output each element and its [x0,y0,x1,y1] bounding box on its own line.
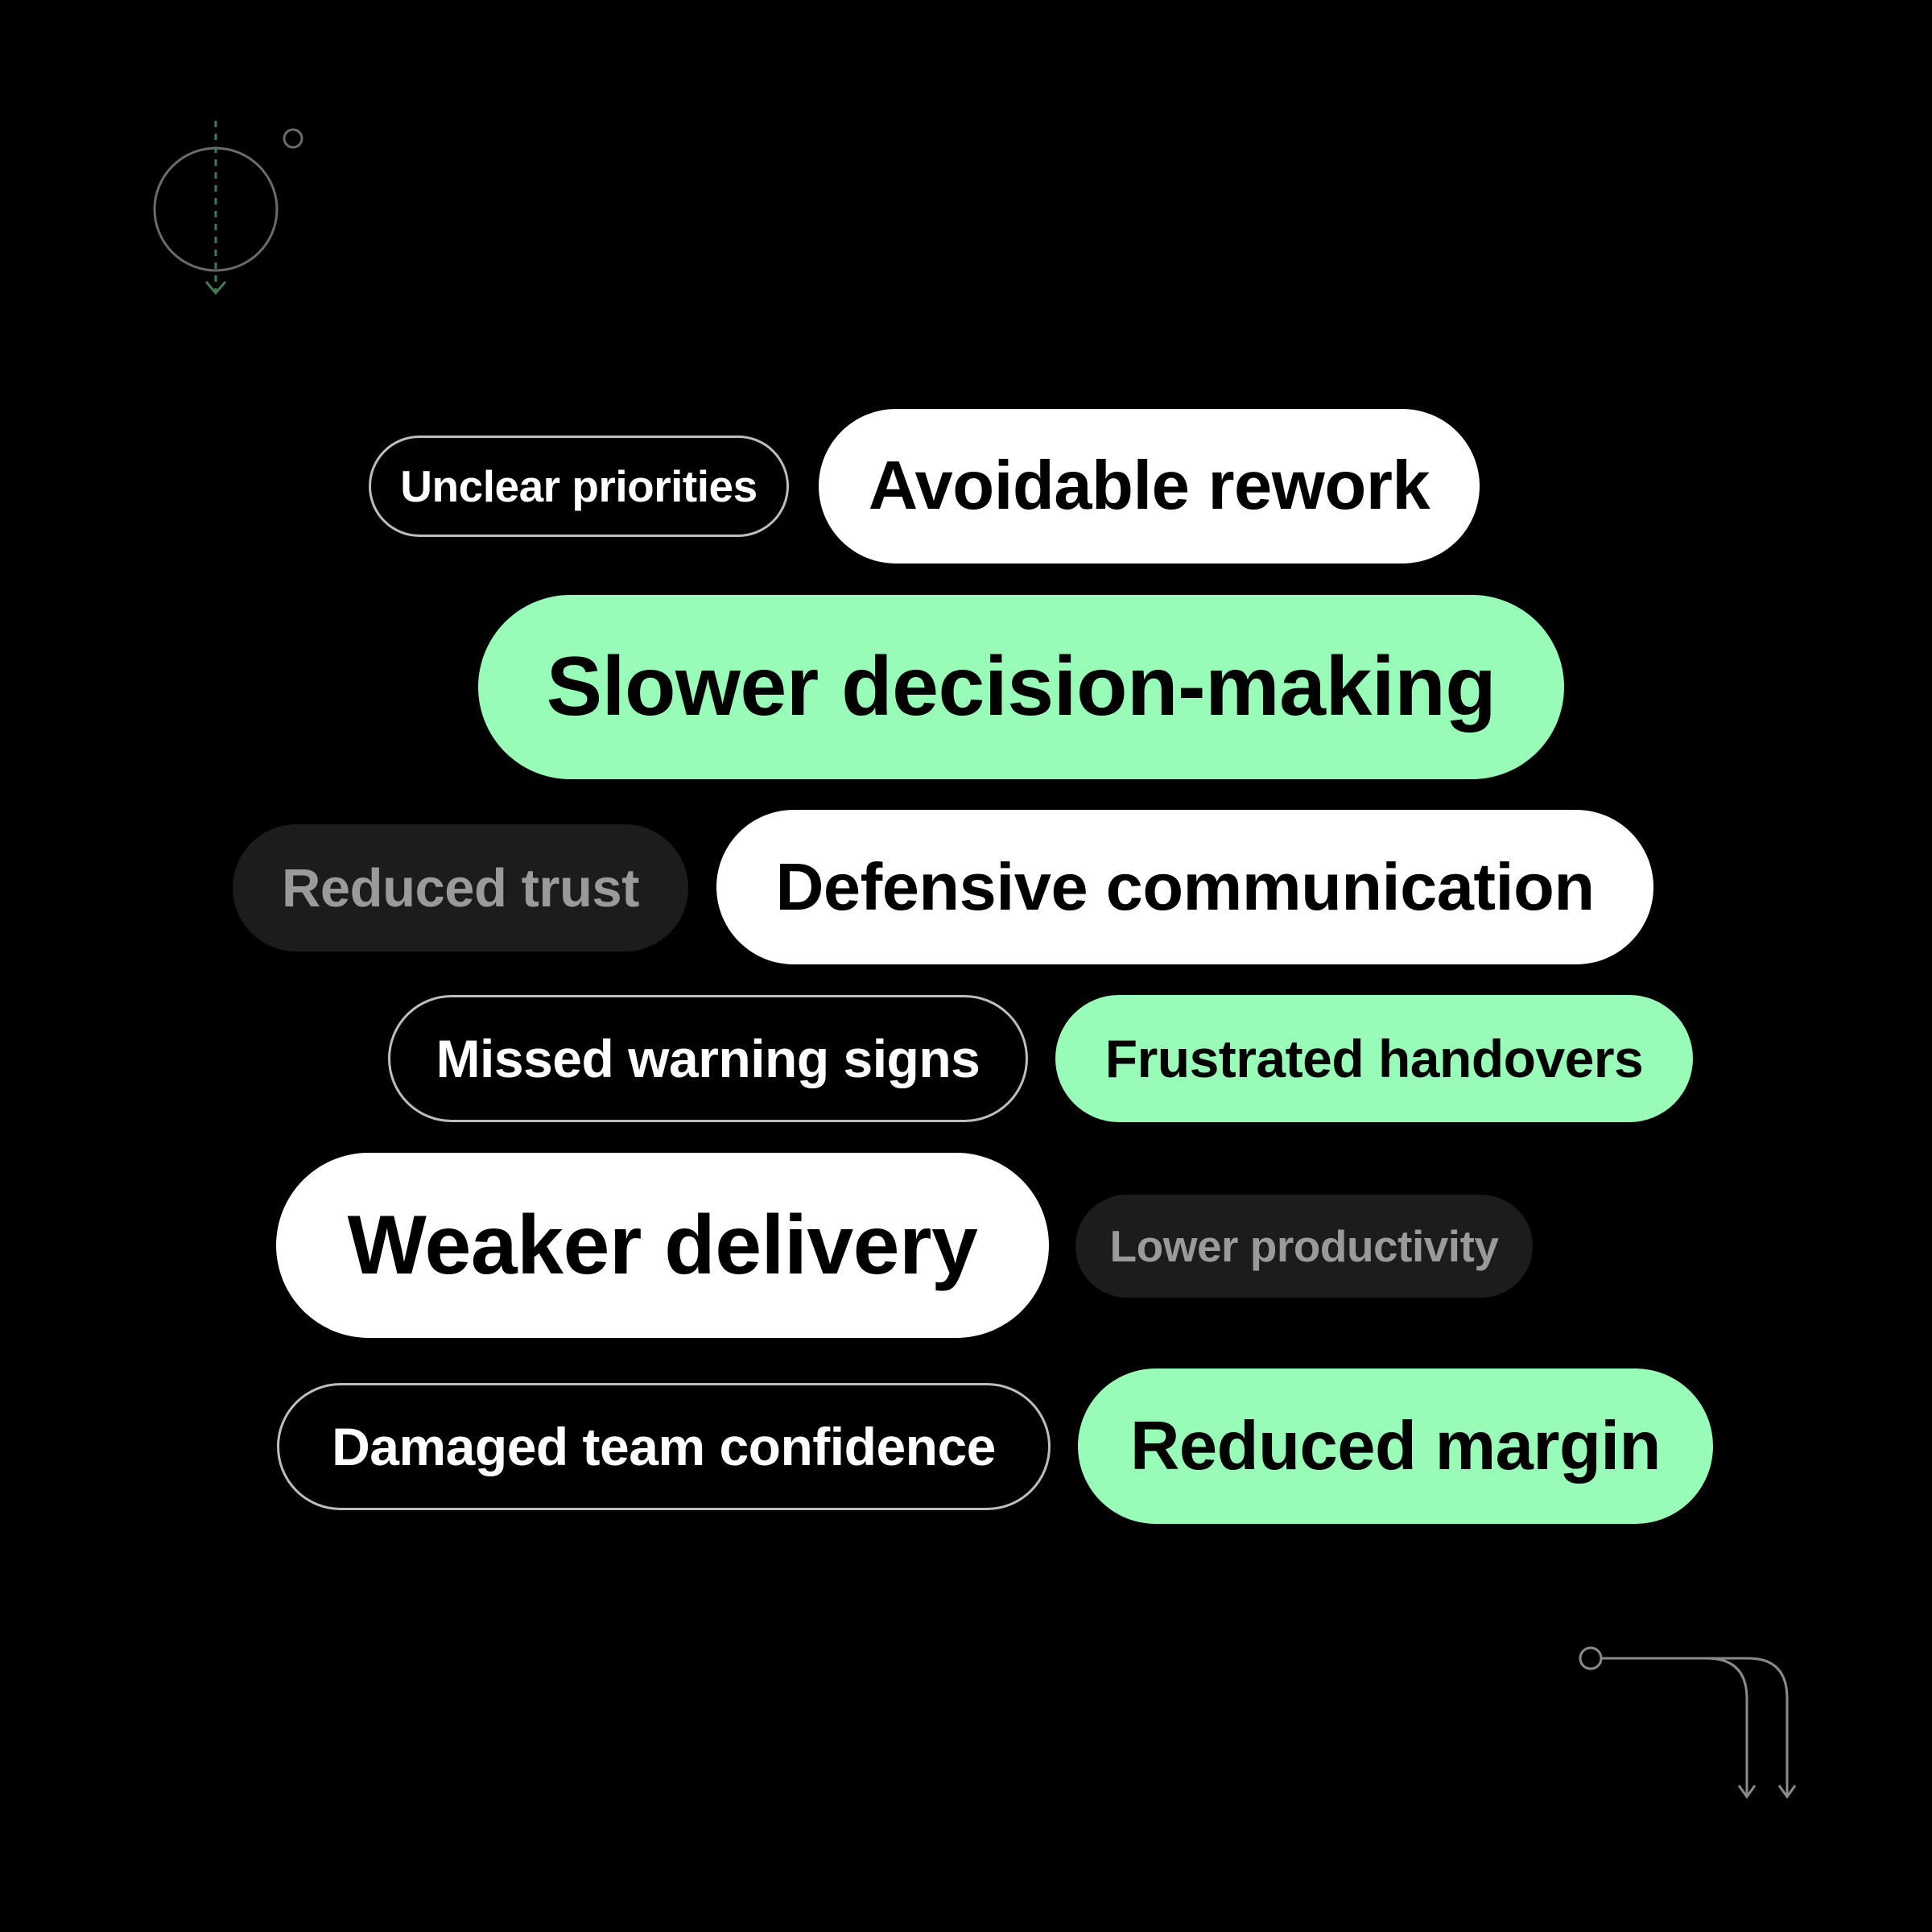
tag-unclear-priorities: Unclear priorities [369,436,789,537]
circle-arrow-icon [153,121,303,295]
tag-avoidable-rework: Avoidable rework [819,409,1480,564]
tag-weaker-delivery: Weaker delivery [276,1153,1049,1338]
tag-frustrated-handovers: Frustrated handovers [1055,995,1693,1122]
tag-reduced-margin: Reduced margin [1078,1368,1713,1524]
tag-slower-decision-making: Slower decision-making [478,595,1564,779]
tag-missed-warning-signs: Missed warning signs [388,995,1028,1122]
tag-reduced-trust: Reduced trust [233,824,688,952]
tag-lower-productivity: Lower productivity [1075,1195,1533,1298]
tag-damaged-team-confidence: Damaged team confidence [277,1383,1051,1510]
connector-arrows-icon [1579,1646,1797,1799]
tag-defensive-communication: Defensive communication [716,810,1653,964]
